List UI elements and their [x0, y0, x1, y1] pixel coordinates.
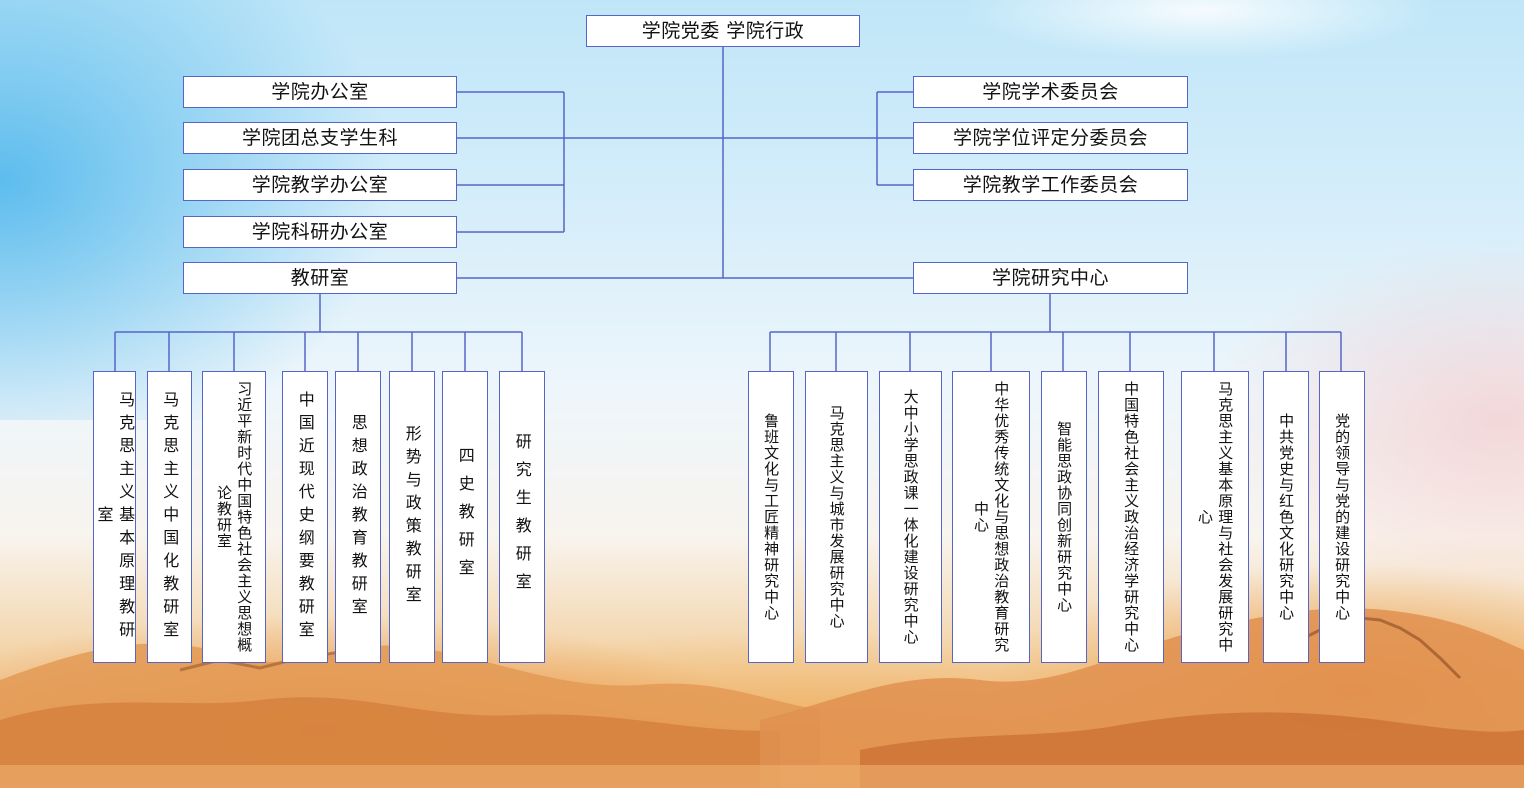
teaching-room-label: 四史教研室: [455, 447, 475, 587]
office-teaching: 学院教学办公室: [183, 169, 457, 201]
office-general: 学院办公室: [183, 76, 457, 108]
research-center-label: 中国特色社会主义政治经济学研究中心: [1122, 381, 1141, 653]
committee-academic: 学院学术委员会: [913, 76, 1188, 108]
teaching-research-dept: 教研室: [183, 262, 457, 294]
research-center: 大中小学思政课一体化建设研究中心: [879, 371, 942, 663]
research-center-label: 鲁班文化与工匠精神研究中心: [762, 413, 781, 621]
great-wall-mountains-illustration: [0, 608, 1524, 788]
research-center: 马克思主义基本原理与社会发展研究中心: [1181, 371, 1249, 663]
committee-degree-evaluation: 学院学位评定分委员会: [913, 122, 1188, 154]
research-center-label: 智能思政协同创新研究中心: [1055, 421, 1074, 613]
teaching-room-label: 习近平新时代中国特色社会主义思想概论教研室: [215, 381, 254, 653]
research-center: 中共党史与红色文化研究中心: [1263, 371, 1309, 663]
research-center-label: 中共党史与红色文化研究中心: [1277, 413, 1296, 621]
teaching-room-label: 马克思主义基本原理教研室: [94, 390, 136, 644]
research-center: 鲁班文化与工匠精神研究中心: [748, 371, 794, 663]
research-center-label: 马克思主义与城市发展研究中心: [827, 405, 846, 629]
research-center-dept: 学院研究中心: [913, 262, 1188, 294]
research-center: 中华优秀传统文化与思想政治教育研究中心: [952, 371, 1030, 663]
teaching-room-label: 中国近现代史纲要教研室: [295, 390, 315, 644]
teaching-room-label: 思想政治教育教研室: [348, 413, 368, 621]
office-research: 学院科研办公室: [183, 216, 457, 248]
teaching-room: 形势与政策教研室: [389, 371, 435, 663]
research-center: 马克思主义与城市发展研究中心: [805, 371, 868, 663]
teaching-room: 马克思主义中国化教研室: [147, 371, 192, 663]
research-center-label: 中华优秀传统文化与思想政治教育研究中心: [972, 381, 1011, 653]
teaching-room-label: 形势与政策教研室: [402, 425, 422, 609]
office-youth-league-student: 学院团总支学生科: [183, 122, 457, 154]
teaching-room: 马克思主义基本原理教研室: [93, 371, 136, 663]
research-center: 党的领导与党的建设研究中心: [1319, 371, 1365, 663]
sky-background: [0, 0, 520, 420]
teaching-room: 四史教研室: [442, 371, 488, 663]
teaching-room-label: 研究生教研室: [512, 433, 532, 601]
teaching-room-label: 马克思主义中国化教研室: [160, 390, 180, 644]
committee-teaching-work: 学院教学工作委员会: [913, 169, 1188, 201]
teaching-room: 中国近现代史纲要教研室: [282, 371, 328, 663]
research-center: 智能思政协同创新研究中心: [1041, 371, 1087, 663]
research-center: 中国特色社会主义政治经济学研究中心: [1098, 371, 1164, 663]
teaching-room: 研究生教研室: [499, 371, 545, 663]
teaching-room: 习近平新时代中国特色社会主义思想概论教研室: [202, 371, 266, 663]
college-party-committee-administration: 学院党委 学院行政: [586, 15, 860, 47]
research-center-label: 党的领导与党的建设研究中心: [1333, 413, 1352, 621]
teaching-room: 思想政治教育教研室: [335, 371, 381, 663]
research-center-label: 马克思主义基本原理与社会发展研究中心: [1196, 381, 1235, 653]
research-center-label: 大中小学思政课一体化建设研究中心: [901, 389, 920, 645]
